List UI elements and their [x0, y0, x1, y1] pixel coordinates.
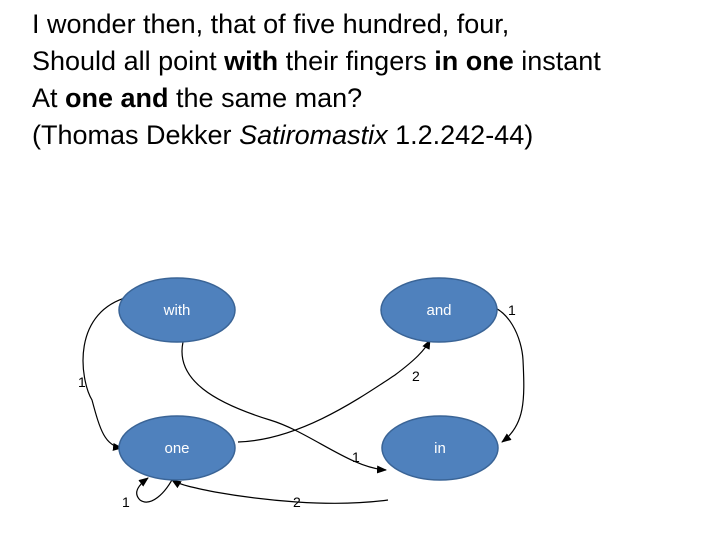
- edge-with-to-in: [181, 341, 387, 474]
- edge-and-to-in: [479, 303, 525, 443]
- quote-fragment: instant: [513, 46, 601, 76]
- quote-fragment: At: [32, 83, 66, 113]
- edge-with-to-one: [82, 295, 133, 451]
- node-one: one: [118, 415, 236, 481]
- edge-label-and-to-in: 1: [508, 302, 516, 318]
- quote-fragment: 1.2.242-44): [387, 120, 534, 150]
- edge-label-with-to-in: 1: [352, 449, 360, 465]
- edge-in-to-and: [171, 479, 389, 504]
- quote-fragment: the same man?: [168, 83, 363, 113]
- edge-label-in-to-and: 2: [293, 494, 301, 510]
- node-one-label: one: [164, 440, 189, 457]
- node-with-label: with: [163, 302, 191, 319]
- node-and: and: [380, 277, 498, 343]
- quote-line-2: Should all point with their fingers in o…: [32, 43, 712, 80]
- quote-fragment-bold: one and: [65, 83, 169, 113]
- edge-one-self-loop: [136, 473, 176, 503]
- quote-line-3: At one and the same man?: [32, 80, 712, 117]
- node-and-label: and: [426, 302, 451, 319]
- quote-fragment: (Thomas Dekker: [32, 120, 240, 150]
- edge-label-one-self-loop: 1: [122, 494, 130, 510]
- edge-one-to-and: [237, 339, 431, 443]
- quote-line-1: I wonder then, that of five hundred, fou…: [32, 9, 510, 39]
- quote-fragment-italic: Satiromastix: [239, 120, 388, 150]
- quote-fragment: their fingers: [278, 46, 435, 76]
- quote-text: I wonder then, that of five hundred, fou…: [32, 6, 712, 154]
- node-with: with: [118, 277, 236, 343]
- quote-fragment-bold: with: [224, 46, 279, 76]
- edge-label-with-to-one: 1: [78, 374, 86, 390]
- quote-line-4: (Thomas Dekker Satiromastix 1.2.242-44): [32, 117, 712, 154]
- quote-fragment: Should all point: [32, 46, 225, 76]
- quote-fragment-bold: in one: [434, 46, 514, 76]
- edge-label-one-to-and: 2: [412, 368, 420, 384]
- node-in: in: [381, 415, 499, 481]
- node-in-label: in: [434, 440, 446, 457]
